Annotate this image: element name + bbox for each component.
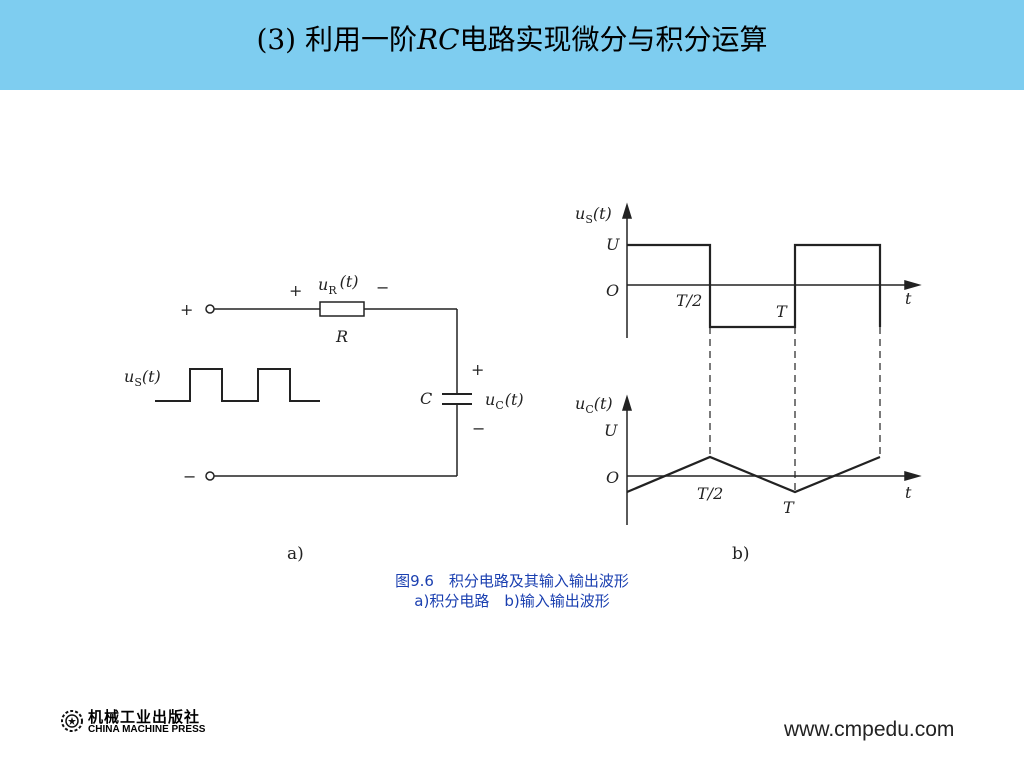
us-t-half-label: T/2 — [676, 291, 702, 310]
footer-url[interactable]: www.cmpedu.com — [784, 718, 955, 741]
input-pulse-sketch — [155, 368, 320, 402]
title-part-b: 电路实现微分与积分运算 — [459, 23, 768, 56]
waveform-plots — [621, 202, 922, 525]
uc-amplitude-label: U — [604, 421, 618, 440]
dashed-guides — [709, 327, 881, 492]
us-square-wave — [627, 243, 882, 329]
resistor-label: R — [335, 327, 348, 346]
us-axis-label: uS(t) — [575, 204, 612, 226]
capacitor-label: C — [420, 389, 432, 408]
uc-vertical-arrow — [621, 394, 633, 411]
title-bar — [0, 0, 1024, 90]
ur-label: uR(t) — [318, 272, 359, 297]
integrator-circuit — [155, 301, 472, 481]
ur-minus: − — [376, 278, 389, 297]
uc-label: uC(t) — [485, 390, 524, 412]
input-terminal-bottom — [205, 471, 215, 481]
title-part-a: 利用一阶 — [305, 23, 418, 56]
input-terminal-top — [205, 304, 215, 314]
us-time-arrow — [904, 280, 922, 290]
terminal-plus: + — [180, 300, 193, 319]
publisher-name-en: CHINA MACHINE PRESS — [88, 724, 206, 735]
slide-title: (3) 利用一阶RC电路实现微分与积分运算 — [0, 18, 1024, 58]
us-label: uS(t) — [124, 367, 161, 389]
publisher-name-cn: 机械工业出版社 — [88, 708, 201, 726]
title-number: (3) — [256, 23, 297, 56]
waveform-labels: uS(t) U O T/2 T t uC(t) U O T/2 T t b) — [575, 204, 912, 564]
us-amplitude-label: U — [606, 235, 620, 254]
uc-origin-label: O — [606, 468, 619, 487]
uc-time-arrow — [904, 471, 922, 481]
us-t-label: T — [776, 302, 788, 321]
resistor — [319, 301, 365, 317]
subfigure-a-label: a) — [287, 544, 304, 564]
terminal-minus: − — [183, 467, 196, 486]
us-origin-label: O — [606, 281, 619, 300]
uc-axis-label: uC(t) — [575, 394, 613, 416]
subfigure-b-label: b) — [732, 544, 750, 564]
uc-t-half-label: T/2 — [697, 484, 723, 503]
uc-plus: + — [471, 360, 484, 379]
ur-plus: + — [289, 281, 302, 300]
uc-t-label: T — [783, 498, 795, 517]
figure-caption-title: 图9.6 积分电路及其输入输出波形 — [395, 572, 629, 590]
us-time-label: t — [905, 289, 912, 308]
title-rc: RC — [417, 23, 460, 56]
uc-time-label: t — [905, 483, 912, 502]
gear-emblem-icon — [61, 710, 83, 732]
figure-caption-sub: a)积分电路 b)输入输出波形 — [414, 592, 610, 610]
uc-minus: − — [472, 419, 485, 438]
circuit-labels: + − + − uR(t) R C + − uC(t) uS(t) a) — [124, 272, 524, 564]
uc-triangle-wave — [626, 455, 881, 494]
us-vertical-arrow — [621, 202, 633, 219]
